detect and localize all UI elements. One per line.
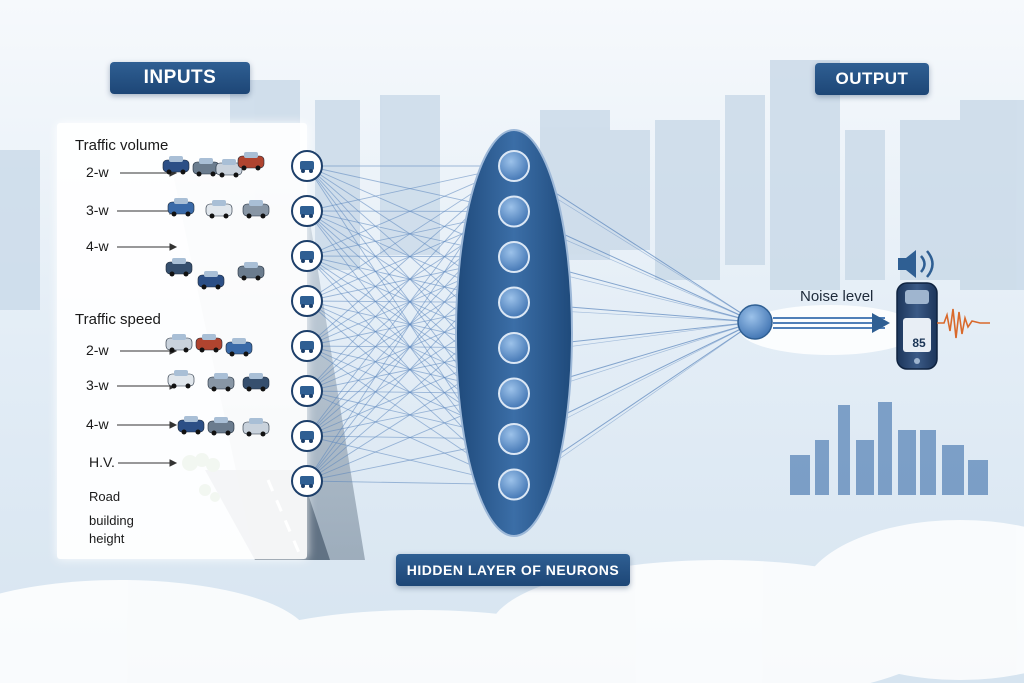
vehicle [177, 416, 205, 435]
vehicle [167, 370, 195, 389]
vehicle [207, 417, 235, 436]
speaker-icon [898, 250, 934, 278]
hidden-neuron [498, 241, 530, 273]
input-node [291, 330, 323, 362]
input-node [291, 195, 323, 227]
traffic-volume-item-2w: 2-w [86, 164, 109, 180]
vehicle [162, 156, 190, 175]
vehicle [225, 338, 253, 357]
input-node [291, 465, 323, 497]
input-node [291, 375, 323, 407]
inputs-header: INPUTS [110, 62, 250, 94]
output-connection [773, 313, 890, 333]
vehicle-images [162, 152, 270, 437]
traffic-speed-item-3w: 3-w [86, 377, 109, 393]
vehicle [242, 200, 270, 219]
output-header: OUTPUT [815, 63, 929, 95]
hidden-neuron [498, 195, 530, 228]
input-node [291, 150, 323, 182]
heavy-vehicle-label: H.V. [89, 454, 115, 470]
vehicle [237, 262, 265, 281]
traffic-speed-item-2w: 2-w [86, 342, 109, 358]
traffic-volume-label: Traffic volume [75, 137, 169, 154]
vehicle [207, 373, 235, 392]
car-icon [300, 296, 314, 305]
waveform-icon [937, 308, 990, 339]
car-icon [300, 206, 314, 215]
hidden-neuron [498, 468, 530, 501]
vehicle [165, 258, 193, 277]
car-icon [300, 476, 314, 485]
sound-level-meter-icon [896, 282, 938, 370]
hidden-neuron [498, 286, 530, 319]
input-node [291, 240, 323, 272]
vehicle [205, 200, 233, 219]
car-icon [300, 161, 314, 170]
input-nodes [291, 150, 323, 497]
traffic-speed-label: Traffic speed [75, 311, 161, 328]
traffic-volume-item-3w: 3-w [86, 202, 109, 218]
vehicle [165, 334, 193, 353]
hidden-neurons [498, 150, 530, 501]
city-skyline-output [790, 402, 988, 495]
meter-reading: 85 [912, 336, 926, 350]
hidden-layer-label: HIDDEN LAYER OF NEURONS [396, 554, 630, 586]
city-skyline-background [0, 60, 1024, 310]
vehicle [215, 159, 243, 178]
hidden-neuron [498, 332, 530, 364]
vehicle [195, 334, 223, 353]
input-node [291, 420, 323, 452]
vehicle [242, 373, 270, 392]
output-node [737, 304, 773, 340]
car-icon [300, 386, 314, 395]
input-node [291, 285, 323, 317]
vehicle [197, 271, 225, 290]
hidden-neuron [498, 150, 530, 182]
height-label: height [89, 531, 125, 546]
car-icon [300, 341, 314, 350]
clouds [0, 305, 1024, 683]
hidden-neuron [498, 377, 530, 410]
vehicle [192, 158, 220, 177]
vehicle [237, 152, 265, 171]
vehicle [242, 418, 270, 437]
hidden-neuron [498, 423, 530, 455]
car-icon [300, 251, 314, 260]
traffic-volume-item-4w: 4-w [86, 238, 109, 254]
car-icon [300, 431, 314, 440]
vehicle [167, 198, 195, 217]
arrow-head-icon [872, 313, 890, 333]
noise-level-label: Noise level [800, 288, 874, 305]
road-label: Road [89, 489, 121, 504]
building-label: building [89, 513, 134, 528]
traffic-speed-item-4w: 4-w [86, 416, 109, 432]
